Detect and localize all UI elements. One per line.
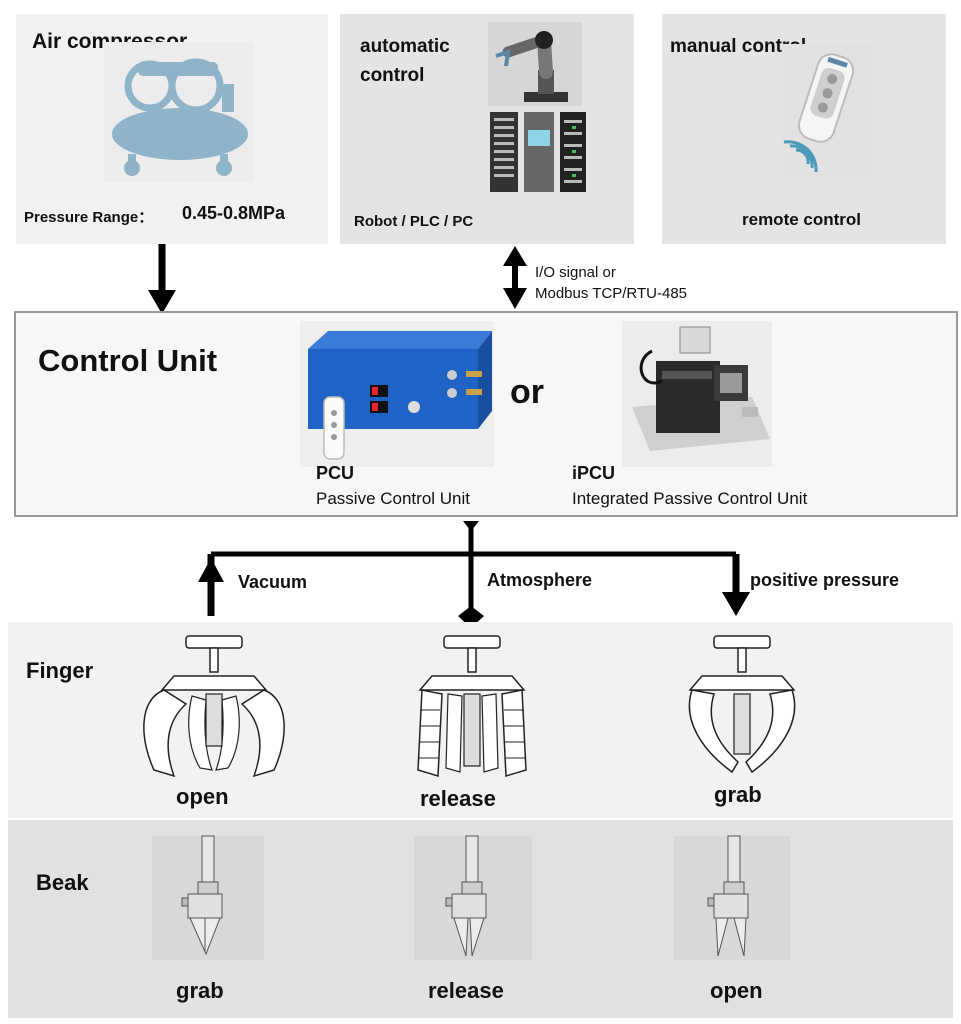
finger-state-grab: grab (714, 782, 762, 807)
flow-distribution-lines (198, 521, 750, 628)
finger-section: Finger open release grab (8, 622, 953, 818)
io-bidirectional-arrow (503, 246, 527, 309)
automatic-control-panel: automatic control Robot / PLC / PC (340, 14, 634, 244)
finger-state-release: release (420, 786, 496, 811)
finger-gripper-release-icon (417, 635, 527, 777)
beak-gripper-open-icon (707, 835, 749, 957)
robot-arm-icon (495, 31, 568, 102)
pcu-description: Passive Control Unit (316, 489, 471, 508)
beak-section: Beak grab release open (8, 820, 953, 1018)
beak-state-release: release (428, 978, 504, 1003)
remote-control-icon (783, 53, 855, 173)
beak-gripper-release-icon (445, 835, 487, 957)
finger-label: Finger (26, 658, 94, 683)
ipcu-device-icon (632, 326, 770, 451)
vacuum-label: Vacuum (238, 572, 308, 592)
ipcu-description: Integrated Passive Control Unit (572, 489, 808, 508)
automatic-control-title: automatic control (360, 32, 450, 90)
automatic-control-caption: Robot / PLC / PC (354, 213, 474, 230)
automatic-control-title-line1: automatic (360, 36, 450, 57)
beak-gripper-grab-icon (181, 835, 223, 956)
io-signal-line1: I/O signal or (535, 264, 616, 281)
io-signal-line2: Modbus TCP/RTU-485 (535, 285, 688, 302)
control-unit-title: Control Unit (38, 343, 218, 378)
beak-state-open: open (710, 978, 763, 1003)
pressure-range-value: 0.45-0.8MPa (182, 203, 286, 223)
server-rack-icon (490, 112, 586, 192)
manual-control-caption: remote control (742, 210, 862, 229)
control-unit-box: Control Unit or PCU Passive Control Unit… (14, 311, 958, 517)
pressure-range-label: Pressure Range： (24, 209, 154, 226)
or-label: or (510, 373, 544, 411)
atmosphere-label: Atmosphere (487, 570, 593, 590)
manual-control-title: manual control (670, 36, 807, 57)
io-signal-label: I/O signal or Modbus TCP/RTU-485 (535, 262, 687, 304)
compressor-to-control-arrow (148, 244, 176, 314)
manual-control-panel: manual control remote control (662, 14, 946, 244)
finger-gripper-open-icon (143, 635, 285, 778)
beak-state-grab: grab (176, 978, 224, 1003)
air-compressor-panel: Air compressor Pressure Range： 0.45-0.8M… (16, 14, 328, 244)
beak-label: Beak (36, 870, 89, 895)
finger-gripper-grab-icon (688, 635, 796, 774)
automatic-control-title-line2: control (360, 65, 425, 86)
positive-pressure-label: positive pressure (750, 570, 900, 590)
ipcu-name: iPCU (572, 463, 616, 483)
pcu-name: PCU (316, 463, 355, 483)
air-compressor-icon (112, 58, 248, 176)
pcu-device-icon (308, 331, 492, 460)
finger-state-open: open (176, 784, 229, 809)
